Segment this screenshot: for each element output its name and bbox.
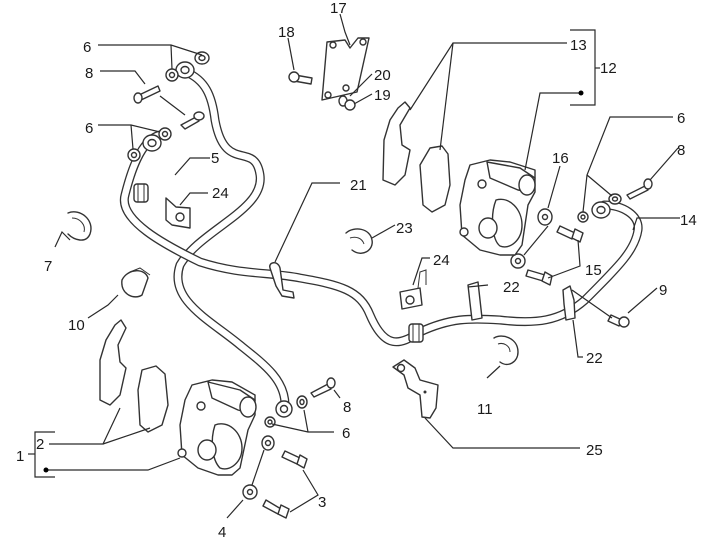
- banjo-eye-mid: [142, 134, 162, 152]
- hose-clip-22-right: [562, 285, 576, 321]
- clamp-11: [493, 335, 519, 366]
- bracket-17: [321, 37, 370, 101]
- callout-6: 6: [83, 39, 91, 56]
- hose-clip-22-left: [467, 281, 483, 321]
- callout-9: 9: [659, 282, 667, 299]
- assembly-dot-1: [43, 467, 49, 473]
- plate-24-center: [399, 269, 427, 310]
- callout-3: 3: [318, 494, 326, 511]
- callout-7: 7: [44, 258, 52, 275]
- callout-labels: 6 8 6 5 24 7 10 17 18 20 19 13 12 6 8 16…: [16, 0, 697, 541]
- callout-6: 6: [677, 110, 685, 127]
- hose-bracket-25: [392, 359, 439, 419]
- callout-18: 18: [278, 24, 295, 41]
- callout-10: 10: [68, 317, 85, 334]
- banjo-bolt-8-top: [133, 85, 205, 130]
- callout-2: 2: [36, 436, 44, 453]
- callout-8: 8: [343, 399, 351, 416]
- callout-1: 1: [16, 448, 24, 465]
- callout-20: 20: [374, 67, 391, 84]
- callout-5: 5: [211, 150, 219, 167]
- callout-6: 6: [85, 120, 93, 137]
- clip-10: [121, 267, 151, 298]
- banjo-eye-top: [175, 61, 195, 79]
- callout-19: 19: [374, 87, 391, 104]
- caliper-12[interactable]: [459, 159, 536, 256]
- callout-14: 14: [680, 212, 697, 229]
- screws-15: [525, 225, 584, 286]
- callout-22: 22: [503, 279, 520, 296]
- plate-24-left: [165, 197, 191, 229]
- callout-22: 22: [586, 350, 603, 367]
- banjo-bolt-8-lower: [310, 377, 336, 398]
- hose-guide-21: [269, 262, 295, 299]
- clamp-7: [67, 211, 92, 241]
- callout-12: 12: [600, 60, 617, 77]
- screw-18: [288, 71, 313, 85]
- callout-11: 11: [477, 401, 493, 418]
- callout-17: 17: [330, 0, 347, 17]
- banjo-eye-right: [591, 201, 611, 219]
- callout-6: 6: [342, 425, 350, 442]
- hose-grommet-upper: [133, 183, 149, 203]
- callout-15: 15: [585, 262, 602, 279]
- screws-3: [262, 450, 308, 519]
- hose-5-rear-long[interactable]: [173, 67, 290, 410]
- assembly-dot-12: [578, 90, 584, 96]
- brake-pads-13[interactable]: [382, 101, 451, 213]
- brake-pads-2[interactable]: [99, 319, 169, 433]
- caliper-1[interactable]: [177, 379, 257, 476]
- copper-washers: [127, 51, 622, 428]
- callout-23: 23: [396, 220, 413, 237]
- nut-washer-19-20: [338, 95, 356, 111]
- clamp-23: [345, 228, 373, 254]
- washers-4-16: [242, 208, 553, 500]
- callout-24: 24: [433, 252, 450, 269]
- banjo-eye-lower-left: [275, 400, 293, 418]
- banjo-bolt-8-right: [626, 178, 653, 200]
- callout-25: 25: [586, 442, 603, 459]
- leader-lines: [28, 13, 680, 519]
- callout-4: 4: [218, 524, 226, 541]
- hose-grommet-lower: [408, 323, 424, 343]
- callout-16: 16: [552, 150, 569, 167]
- hose-main-crossover[interactable]: [119, 130, 643, 347]
- callout-24: 24: [212, 185, 229, 202]
- callout-21: 21: [350, 177, 367, 194]
- callout-8: 8: [85, 65, 93, 82]
- callout-8: 8: [677, 142, 685, 159]
- callout-13: 13: [570, 37, 587, 54]
